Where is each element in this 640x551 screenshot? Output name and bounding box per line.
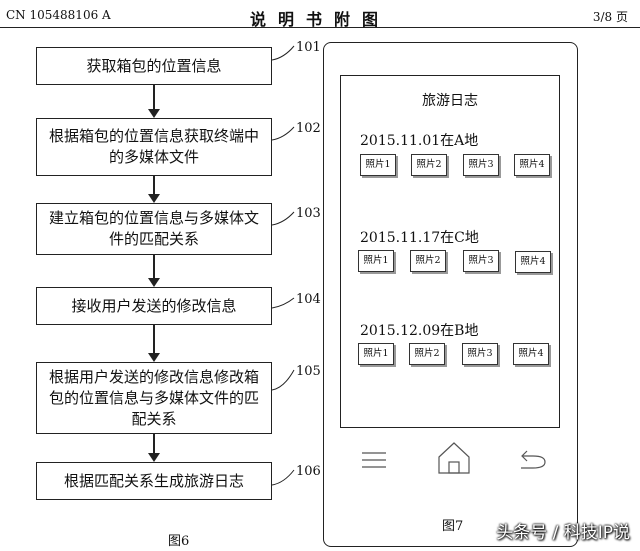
photo-thumbnail[interactable]: 照片2 bbox=[411, 154, 447, 176]
figure-6-caption: 图6 bbox=[168, 534, 190, 549]
photo-thumbnail[interactable]: 照片1 bbox=[358, 250, 394, 272]
back-icon[interactable] bbox=[517, 448, 551, 472]
flow-step-102: 根据箱包的位置信息获取终端中的多媒体文件 bbox=[36, 118, 272, 176]
flow-arrow-head bbox=[148, 453, 160, 462]
step-number-101: 101 bbox=[296, 40, 321, 55]
log-entry-date: 2015.11.01在A地 bbox=[360, 133, 479, 149]
step-number-105: 105 bbox=[296, 364, 321, 379]
flow-arrow bbox=[153, 255, 155, 278]
flow-arrow-head bbox=[148, 278, 160, 287]
travel-log-title: 旅游日志 bbox=[422, 93, 478, 109]
flow-arrow bbox=[153, 85, 155, 109]
photo-thumbnail[interactable]: 照片1 bbox=[358, 343, 394, 365]
phone-screen bbox=[340, 75, 560, 428]
header-rule bbox=[0, 27, 640, 28]
page-title: 说明书附图 bbox=[249, 10, 390, 29]
flow-arrow-head bbox=[148, 353, 160, 362]
flow-step-106: 根据匹配关系生成旅游日志 bbox=[36, 462, 272, 500]
flow-step-103: 建立箱包的位置信息与多媒体文件的匹配关系 bbox=[36, 203, 272, 255]
step-number-106: 106 bbox=[296, 464, 321, 479]
step-number-104: 104 bbox=[296, 292, 321, 307]
home-icon[interactable] bbox=[436, 440, 472, 476]
flow-step-105: 根据用户发送的修改信息修改箱包的位置信息与多媒体文件的匹配关系 bbox=[36, 362, 272, 434]
photo-thumbnail[interactable]: 照片3 bbox=[463, 154, 499, 176]
photo-thumbnail[interactable]: 照片4 bbox=[515, 251, 551, 273]
photo-thumbnail[interactable]: 照片4 bbox=[513, 343, 549, 365]
photo-thumbnail[interactable]: 照片2 bbox=[410, 250, 446, 272]
patent-number: CN 105488106 A bbox=[6, 8, 111, 22]
flow-arrow-head bbox=[148, 109, 160, 118]
flow-arrow bbox=[153, 325, 155, 353]
flow-arrow-head bbox=[148, 194, 160, 203]
step-number-103: 103 bbox=[296, 206, 321, 221]
photo-thumbnail[interactable]: 照片4 bbox=[514, 154, 550, 176]
page-indicator: 3/8 页 bbox=[592, 10, 628, 24]
log-entry-date: 2015.12.09在B地 bbox=[360, 323, 479, 339]
flow-step-104: 接收用户发送的修改信息 bbox=[36, 287, 272, 325]
watermark: 头条号 / 科技IP说 bbox=[496, 523, 630, 543]
flow-arrow bbox=[153, 176, 155, 194]
leader-lines bbox=[272, 45, 295, 486]
photo-thumbnail[interactable]: 照片2 bbox=[409, 343, 445, 365]
flow-step-101: 获取箱包的位置信息 bbox=[36, 47, 272, 85]
step-number-102: 102 bbox=[296, 121, 321, 136]
phone-frame bbox=[323, 42, 578, 547]
flow-arrow bbox=[153, 434, 155, 453]
photo-thumbnail[interactable]: 照片3 bbox=[462, 343, 498, 365]
log-entry-date: 2015.11.17在C地 bbox=[360, 230, 479, 246]
figure-7-caption: 图7 bbox=[442, 519, 464, 534]
photo-thumbnail[interactable]: 照片1 bbox=[360, 154, 396, 176]
menu-icon[interactable] bbox=[360, 450, 388, 470]
photo-thumbnail[interactable]: 照片3 bbox=[463, 250, 499, 272]
